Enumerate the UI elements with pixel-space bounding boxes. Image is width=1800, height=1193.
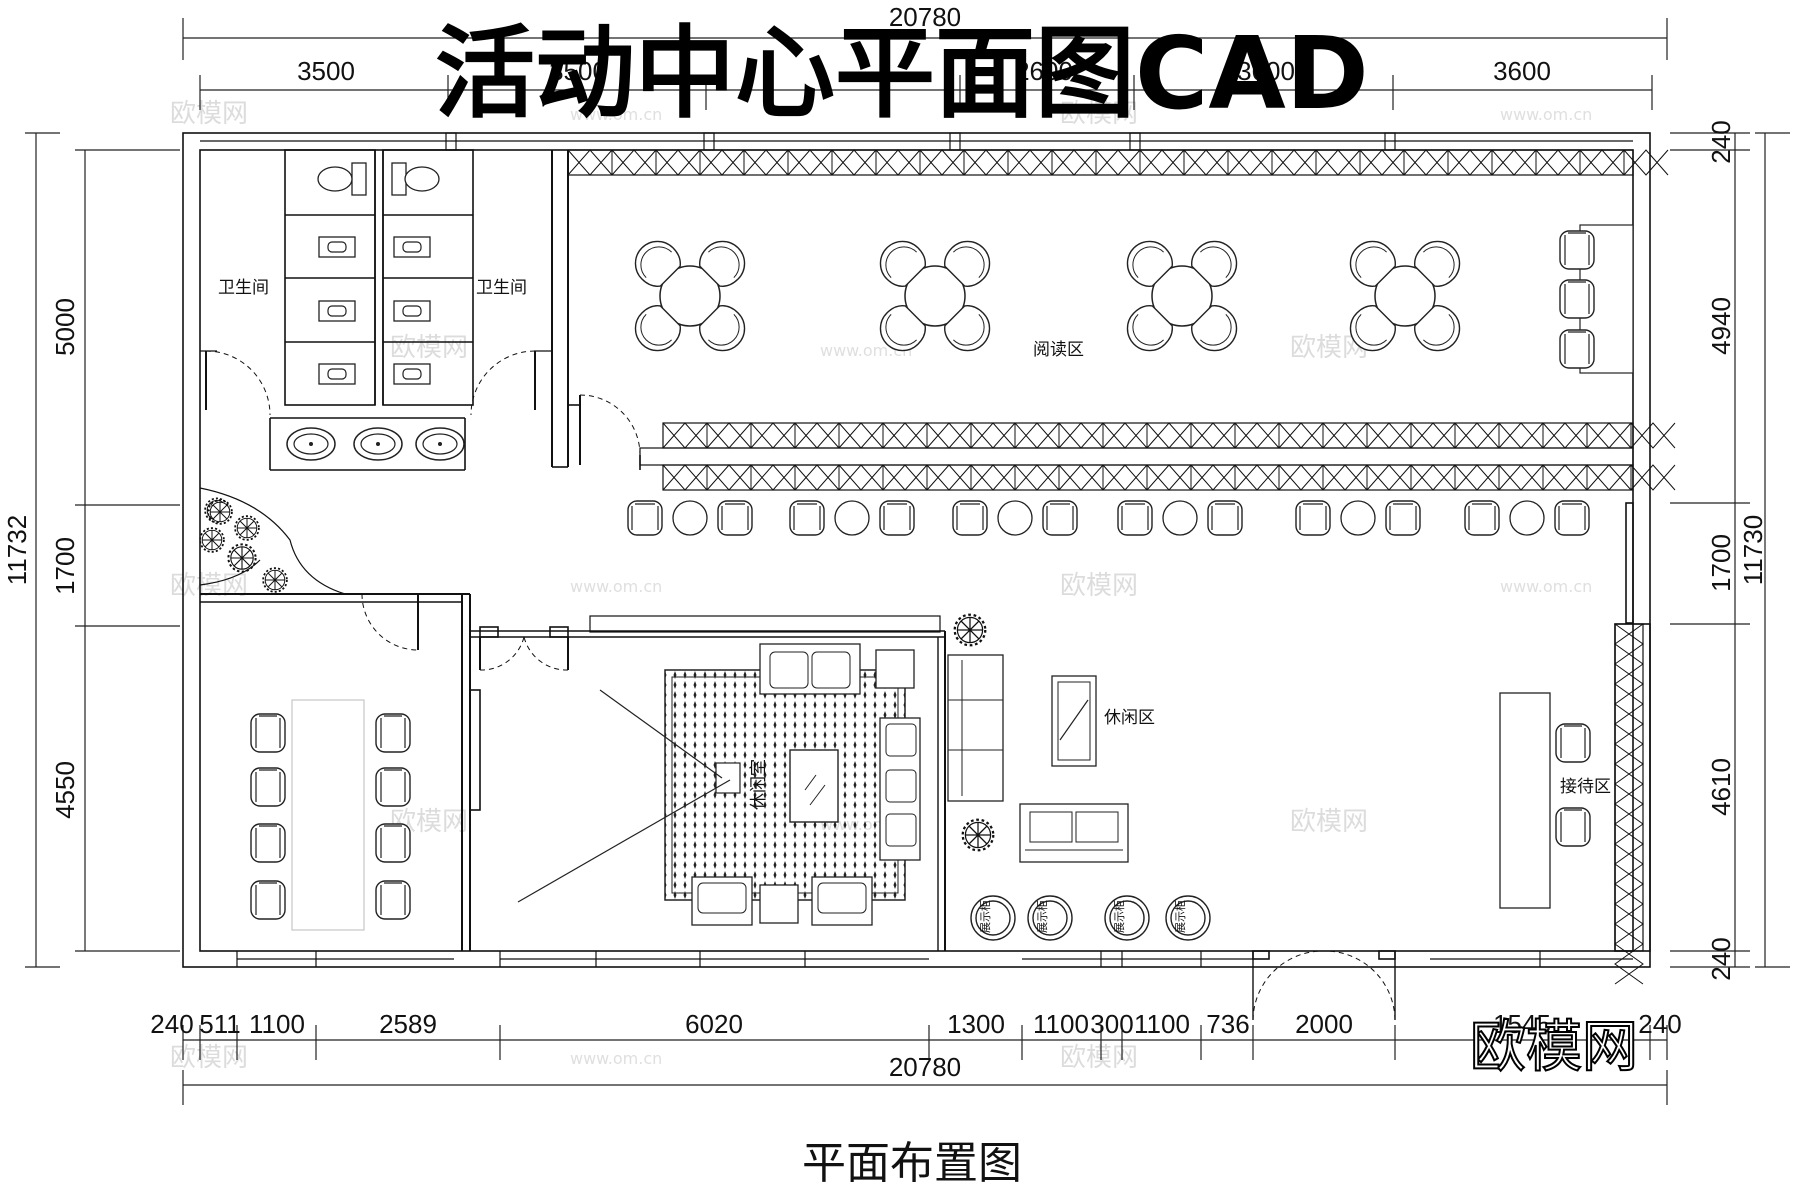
lounge-chair bbox=[627, 500, 663, 536]
side-table bbox=[1509, 500, 1545, 536]
label-lounge-room: 休闲室 bbox=[749, 759, 769, 810]
top-total-dim: 20780 bbox=[889, 2, 961, 32]
bottom-dim-4: 2589 bbox=[379, 1009, 437, 1039]
top-dim-2: 3500 bbox=[549, 56, 607, 86]
toilet-fixture-left bbox=[317, 162, 367, 196]
side-table bbox=[1340, 500, 1376, 536]
top-dim-4: 3600 bbox=[1237, 56, 1295, 86]
svg-text:www.om.cn: www.om.cn bbox=[570, 577, 662, 596]
right-dim-1: 240 bbox=[1706, 120, 1736, 163]
left-dim-3: 4550 bbox=[50, 761, 80, 819]
display-cabinet-label-2: 展示柜 bbox=[1036, 900, 1049, 933]
dimension-lines bbox=[25, 18, 1790, 1105]
svg-text:欧模网: 欧模网 bbox=[1060, 99, 1138, 129]
label-toilet-left: 卫生间 bbox=[218, 278, 269, 298]
svg-text:欧模网: 欧模网 bbox=[1060, 571, 1138, 601]
side-table bbox=[672, 500, 708, 536]
bottom-dim-3: 1100 bbox=[249, 1009, 305, 1039]
label-leisure-area: 休闲区 bbox=[1104, 708, 1155, 728]
svg-text:www.om.cn: www.om.cn bbox=[1500, 105, 1592, 124]
right-dim-4: 4610 bbox=[1706, 758, 1736, 816]
svg-text:www.om.cn: www.om.cn bbox=[570, 105, 662, 124]
bottom-dim-7: 1100 bbox=[1033, 1009, 1089, 1039]
watermark-layer: 欧模网 www.om.cn 欧模网 www.om.cn 欧模网 www.om.c… bbox=[170, 99, 1592, 1073]
svg-text:www.om.cn: www.om.cn bbox=[1500, 577, 1592, 596]
lounge-chair bbox=[952, 500, 988, 536]
left-total-dim: 11732 bbox=[2, 515, 32, 585]
svg-text:欧模网: 欧模网 bbox=[170, 1043, 248, 1073]
bottom-dim-5: 6020 bbox=[685, 1009, 743, 1039]
shelf-hatching bbox=[567, 149, 1676, 985]
right-total-dim: 11730 bbox=[1738, 515, 1768, 585]
dimension-labels: 20780 3500 3500 2600 3600 3600 240 511 1… bbox=[2, 2, 1768, 1082]
lounge-chair bbox=[1464, 500, 1500, 536]
display-cabinet-label-3: 展示柜 bbox=[1113, 900, 1126, 933]
walls bbox=[182, 132, 1651, 1021]
brand-logo: 欧模网 bbox=[1470, 1015, 1638, 1080]
left-dim-2: 1700 bbox=[50, 537, 80, 595]
svg-text:欧模网: 欧模网 bbox=[170, 99, 248, 129]
svg-text:欧模网: 欧模网 bbox=[1060, 1043, 1138, 1073]
right-dim-3: 1700 bbox=[1706, 534, 1736, 592]
top-dim-5: 3600 bbox=[1493, 56, 1551, 86]
top-dim-1: 3500 bbox=[297, 56, 355, 86]
svg-text:欧模网: 欧模网 bbox=[390, 333, 468, 363]
bottom-dim-6: 1300 bbox=[947, 1009, 1005, 1039]
svg-text:www.om.cn: www.om.cn bbox=[570, 1049, 662, 1068]
display-cabinet-label-1: 展示柜 bbox=[979, 900, 992, 933]
side-table bbox=[1162, 500, 1198, 536]
right-dim-2: 4940 bbox=[1706, 297, 1736, 355]
bottom-dim-1: 240 bbox=[150, 1009, 193, 1039]
lounge-chair bbox=[1207, 500, 1243, 536]
left-dim-1: 5000 bbox=[50, 298, 80, 356]
side-table bbox=[834, 500, 870, 536]
bottom-dim-2: 511 bbox=[199, 1009, 240, 1039]
lounge-chair bbox=[1385, 500, 1421, 536]
bottom-dim-12: 1545 bbox=[1493, 1009, 1551, 1039]
label-reading-area: 阅读区 bbox=[1033, 340, 1084, 360]
label-reception-area: 接待区 bbox=[1560, 777, 1611, 797]
room-labels: 卫生间 卫生间 阅读区 休闲区 接待区 休闲室 展示柜 展示柜 展示柜 展示柜 bbox=[218, 278, 1611, 933]
top-dim-3: 2600 bbox=[1015, 56, 1073, 86]
toilet-fixture-right bbox=[391, 162, 440, 196]
lounge-chair bbox=[879, 500, 915, 536]
furniture bbox=[199, 162, 1634, 941]
bottom-dim-10: 736 bbox=[1206, 1009, 1249, 1039]
svg-text:欧模网: 欧模网 bbox=[1290, 807, 1368, 837]
bottom-dim-9: 1100 bbox=[1134, 1009, 1190, 1039]
side-table bbox=[997, 500, 1033, 536]
bottom-total-dim: 20780 bbox=[889, 1052, 961, 1082]
bottom-dim-11: 2000 bbox=[1295, 1009, 1353, 1039]
right-dim-5: 240 bbox=[1706, 937, 1736, 980]
lounge-chair bbox=[1554, 500, 1590, 536]
label-toilet-right: 卫生间 bbox=[476, 278, 527, 298]
lounge-chair bbox=[1042, 500, 1078, 536]
lounge-chair bbox=[1117, 500, 1153, 536]
bottom-dim-8: 300 bbox=[1090, 1009, 1133, 1039]
bottom-dim-13: 240 bbox=[1638, 1009, 1681, 1039]
lounge-chair bbox=[717, 500, 753, 536]
lounge-chair bbox=[1295, 500, 1331, 536]
page-title: 活动中心平面图CAD bbox=[435, 15, 1369, 132]
lounge-chair bbox=[789, 500, 825, 536]
display-cabinet-label-4: 展示柜 bbox=[1174, 900, 1187, 933]
drawing-caption: 平面布置图 bbox=[802, 1138, 1022, 1189]
